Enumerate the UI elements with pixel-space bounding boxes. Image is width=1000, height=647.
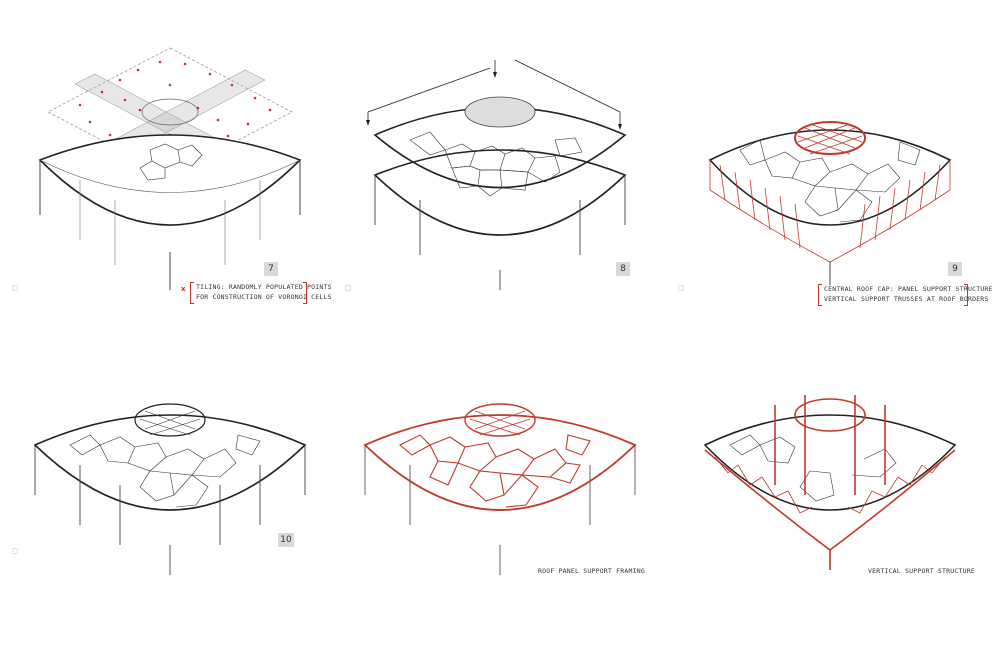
- caption-bracket-left: [818, 284, 822, 306]
- panel-support-framing-drawing: [363, 403, 637, 575]
- caption: VERTICAL SUPPORT STRUCTURE: [868, 567, 975, 577]
- central-roof-cap: [794, 121, 866, 155]
- caption: CENTRAL ROOF CAP: PANEL SUPPORT STRUCTUR…: [824, 285, 993, 304]
- panel-9: 9 CENTRAL ROOF CAP: PANEL SUPPORT STRUCT…: [680, 40, 992, 320]
- exploded-panels-drawing: [366, 59, 627, 290]
- caption: ROOF PANEL SUPPORT FRAMING: [538, 567, 645, 577]
- voronoi-point-tiling-drawing: [38, 47, 302, 290]
- caption-line: CENTRAL ROOF CAP: PANEL SUPPORT STRUCTUR…: [824, 285, 993, 293]
- figure-number-badge: 7: [264, 262, 278, 276]
- random-points: [78, 60, 272, 162]
- red-framing-cells: [399, 434, 591, 508]
- border-trusses: [709, 160, 951, 263]
- vertical-support-structure-drawing: [703, 395, 957, 570]
- caption-line: FOR CONSTRUCTION OF VORONOI CELLS: [196, 292, 332, 301]
- panel-12: VERTICAL SUPPORT STRUCTURE: [680, 345, 980, 625]
- caption-line: VERTICAL SUPPORT TRUSSES AT ROOF BORDERS: [824, 294, 989, 303]
- voronoi-cells: [409, 131, 583, 197]
- panel-11: ROOF PANEL SUPPORT FRAMING: [350, 345, 650, 625]
- caption: TILING: RANDOMLY POPULATED POINTS FOR CO…: [196, 283, 332, 302]
- caption-bracket-right: [303, 282, 307, 304]
- assembled-roof-drawing: [33, 403, 307, 575]
- caption-line: TILING: RANDOMLY POPULATED POINTS: [196, 283, 332, 291]
- panel-8: 8: [350, 40, 650, 320]
- figure-number-badge: 9: [948, 262, 962, 276]
- caption-bracket-left: [190, 282, 194, 304]
- panel-7: 7 x TILING: RANDOMLY POPULATED POINTS FO…: [20, 40, 332, 320]
- page-edge-mark: [345, 285, 351, 291]
- caption-line: ROOF PANEL SUPPORT FRAMING: [538, 567, 645, 575]
- panel-10: 10: [20, 345, 320, 625]
- roof-cap-and-trusses-drawing: [708, 121, 952, 285]
- red-x-marker-icon: x: [181, 285, 186, 293]
- caption-bracket-right: [964, 284, 968, 306]
- figure-number-badge: 8: [616, 262, 630, 276]
- page-edge-mark: [12, 285, 18, 291]
- caption-line: VERTICAL SUPPORT STRUCTURE: [868, 567, 975, 575]
- page-edge-mark: [678, 285, 684, 291]
- figure-number-badge: 10: [278, 533, 294, 547]
- page-edge-mark: [12, 548, 18, 554]
